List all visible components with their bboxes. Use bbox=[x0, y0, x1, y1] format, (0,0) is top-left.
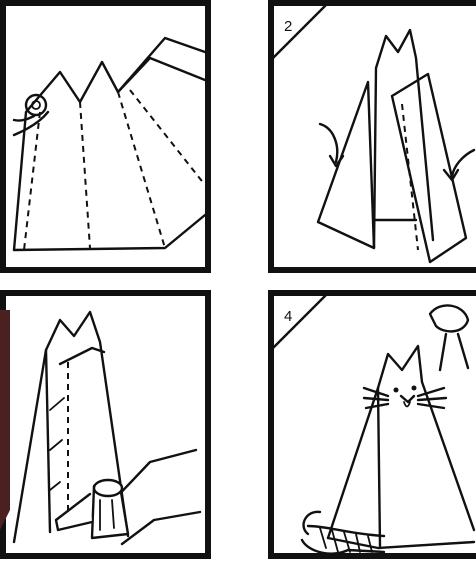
step-2-panel: 2 bbox=[268, 0, 476, 275]
step-2-number: 2 bbox=[284, 18, 292, 35]
step-4-illustration: 4 bbox=[268, 290, 476, 562]
step-1-illustration bbox=[0, 0, 214, 275]
step-4-number: 4 bbox=[284, 308, 292, 325]
step-3-panel bbox=[0, 290, 214, 562]
step-1-panel bbox=[0, 0, 214, 275]
step-3-illustration bbox=[0, 290, 214, 562]
step-4-panel: 4 bbox=[268, 290, 476, 562]
step-2-illustration: 2 bbox=[268, 0, 476, 275]
